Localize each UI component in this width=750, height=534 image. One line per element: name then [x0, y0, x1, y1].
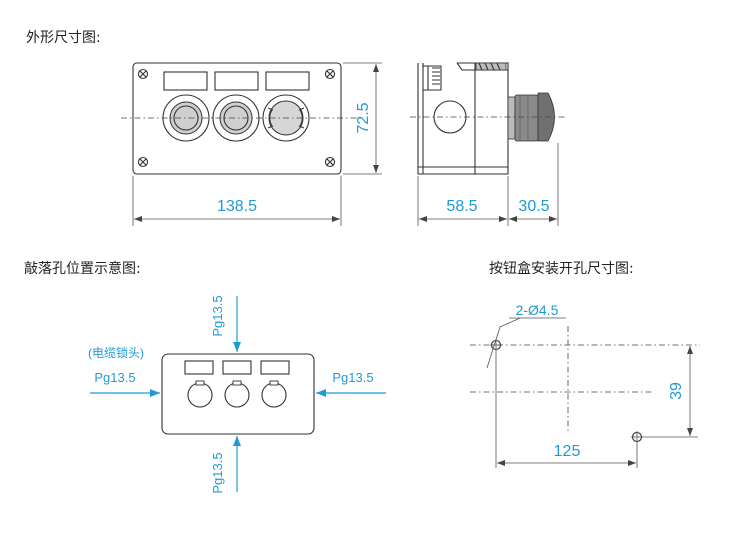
- push-button-icon: [212, 94, 260, 142]
- front-view: 138.5 72.5: [121, 62, 382, 226]
- label-plate: [184, 360, 214, 375]
- side-view: 58.5 30.5: [410, 62, 566, 226]
- outline-section-title: 外形尺寸图:: [26, 30, 101, 46]
- button-hole-icon: [187, 380, 213, 408]
- knockout-diagram: Pg13.5 Pg13.5 Pg13.5 Pg13.5 (电缆锁头): [88, 295, 386, 494]
- button-hole-icon: [224, 380, 250, 408]
- label-plate: [214, 71, 259, 91]
- corner-screw-icon: [137, 68, 149, 80]
- bottom-entry-label: Pg13.5: [210, 452, 225, 493]
- label-plate: [222, 360, 252, 375]
- horizontal-spacing-label: 125: [554, 443, 581, 460]
- label-plate: [260, 360, 290, 375]
- width-dimension-label: 138.5: [217, 198, 257, 215]
- corner-screw-icon: [137, 156, 149, 168]
- depth-dimension-label: 58.5: [446, 198, 477, 215]
- label-plate: [163, 71, 208, 91]
- button-length-dimension-label: 30.5: [518, 198, 549, 215]
- cable-lock-note: (电缆锁头): [88, 345, 144, 360]
- hole-spec-label: 2-Ø4.5: [516, 302, 559, 318]
- button-hole-icon: [261, 380, 287, 408]
- vertical-spacing-label: 39: [668, 382, 685, 400]
- corner-screw-icon: [324, 68, 336, 80]
- mounting-diagram: 2-Ø4.5 125 39: [470, 302, 700, 468]
- mounting-section-title: 按钮盒安装开孔尺寸图:: [489, 261, 634, 277]
- front-enclosure: [132, 62, 342, 175]
- knockout-section-title: 敲落孔位置示意图:: [24, 261, 141, 277]
- height-dimension-label: 72.5: [355, 102, 372, 133]
- knockout-box-outline: [161, 353, 315, 435]
- left-entry-label: Pg13.5: [94, 370, 135, 385]
- label-plate: [265, 71, 310, 91]
- right-entry-label: Pg13.5: [332, 370, 373, 385]
- corner-screw-icon: [324, 156, 336, 168]
- side-enclosure: [417, 62, 509, 175]
- top-entry-label: Pg13.5: [210, 295, 225, 336]
